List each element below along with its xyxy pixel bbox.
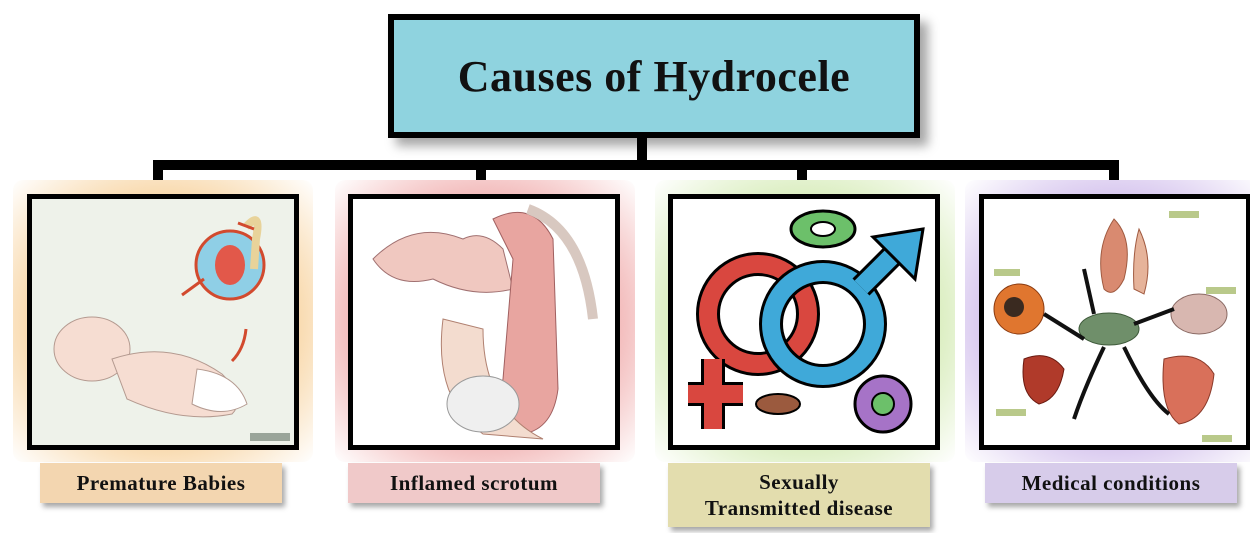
- label-medical-conditions: Medical conditions: [985, 463, 1237, 503]
- label-sexually-transmitted-disease: Sexually Transmitted disease: [668, 463, 930, 527]
- medical-conditions-image: [979, 194, 1250, 450]
- gender-symbols-image: [668, 194, 940, 450]
- label-text-line2: Transmitted disease: [705, 495, 893, 521]
- label-text: Medical conditions: [1022, 471, 1201, 496]
- label-text: Inflamed scrotum: [390, 471, 558, 496]
- title-box: Causes of Hydrocele: [388, 14, 920, 138]
- label-text-line1: Sexually: [759, 469, 839, 495]
- premature-baby-image: [27, 194, 299, 450]
- horizontal-connector: [153, 160, 1119, 170]
- label-inflamed-scrotum: Inflamed scrotum: [348, 463, 600, 503]
- diagram-title: Causes of Hydrocele: [458, 51, 850, 102]
- label-premature-babies: Premature Babies: [40, 463, 282, 503]
- inflamed-scrotum-image: [348, 194, 620, 450]
- label-text: Premature Babies: [77, 471, 246, 496]
